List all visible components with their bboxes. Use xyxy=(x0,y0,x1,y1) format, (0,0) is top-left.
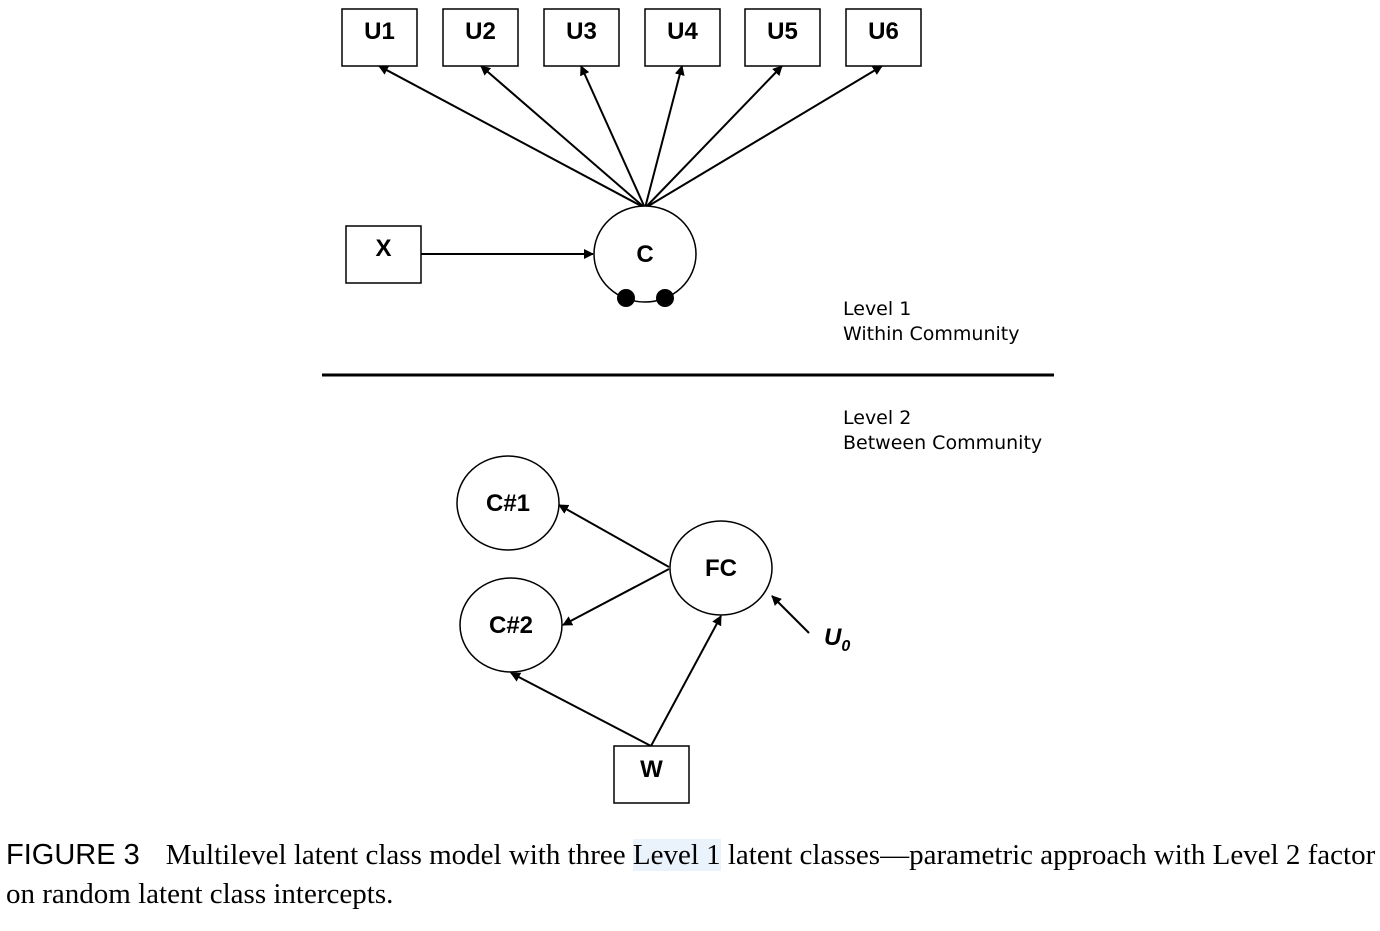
figure-label: FIGURE 3 xyxy=(6,839,140,871)
arrow-u0-fc xyxy=(771,595,810,634)
arrow-c-u2 xyxy=(480,65,646,209)
indicator-label: U5 xyxy=(767,18,798,45)
indicator-label: U2 xyxy=(465,18,496,45)
latent-class-label: C xyxy=(636,241,653,268)
random-intercept-label: C#2 xyxy=(489,612,533,639)
caption-text-end: latent classes—parametric approach with … xyxy=(6,839,1376,910)
residual-subscript: 0 xyxy=(841,638,850,655)
arrow-c-u3 xyxy=(580,65,646,209)
indicator-u5: U5 xyxy=(744,8,821,67)
arrow-fc-c2 xyxy=(562,568,670,626)
level2-title: Level 2 xyxy=(843,407,911,429)
indicator-u2: U2 xyxy=(442,8,519,67)
arrow-c-u6 xyxy=(644,65,883,209)
random-intercept-c1: C#1 xyxy=(456,455,560,551)
path-diagram: U1 U2 U3 U4 U5 U6 X C Level 1 Within Com… xyxy=(322,8,1054,804)
caption-highlight: Level 1 xyxy=(632,839,721,871)
arrow-w-c2 xyxy=(510,672,652,747)
residual-base: U xyxy=(824,624,842,651)
indicator-label: U4 xyxy=(667,18,698,45)
covariate-x-box: X xyxy=(345,225,422,284)
random-intercept-dot xyxy=(617,289,635,307)
indicator-u4: U4 xyxy=(644,8,721,67)
residual-label: U0 xyxy=(824,624,850,655)
covariate-w-label: W xyxy=(640,756,663,783)
latent-class-c: C xyxy=(593,205,697,307)
caption-text-start: Multilevel latent class model with three xyxy=(165,839,633,871)
indicator-u6: U6 xyxy=(845,8,922,67)
level2-subtitle: Between Community xyxy=(843,432,1042,454)
random-intercept-c2: C#2 xyxy=(459,577,563,673)
level2-label: Level 2 Between Community xyxy=(843,407,1042,454)
arrow-w-fc xyxy=(650,615,722,747)
indicator-label: U6 xyxy=(868,18,899,45)
indicator-u1: U1 xyxy=(341,8,418,67)
level1-title: Level 1 xyxy=(843,298,911,320)
level1-subtitle: Within Community xyxy=(843,323,1019,345)
factor-label: FC xyxy=(705,555,737,582)
factor-fc: FC xyxy=(669,520,773,616)
covariate-x-label: X xyxy=(375,235,391,262)
indicator-arrows xyxy=(378,65,883,209)
covariate-w-box: W xyxy=(613,745,690,804)
figure-caption: FIGURE 3 Multilevel latent class model wi… xyxy=(6,836,1376,914)
arrow-c-u4 xyxy=(644,65,685,209)
arrow-fc-c1 xyxy=(558,504,670,568)
level1-label: Level 1 Within Community xyxy=(843,298,1019,345)
indicator-u3: U3 xyxy=(543,8,620,67)
random-intercept-label: C#1 xyxy=(486,490,530,517)
indicator-label: U3 xyxy=(566,18,597,45)
arrow-c-u5 xyxy=(644,65,783,209)
indicator-label: U1 xyxy=(364,18,395,45)
random-intercept-dot xyxy=(656,289,674,307)
arrow-c-u1 xyxy=(378,65,646,209)
